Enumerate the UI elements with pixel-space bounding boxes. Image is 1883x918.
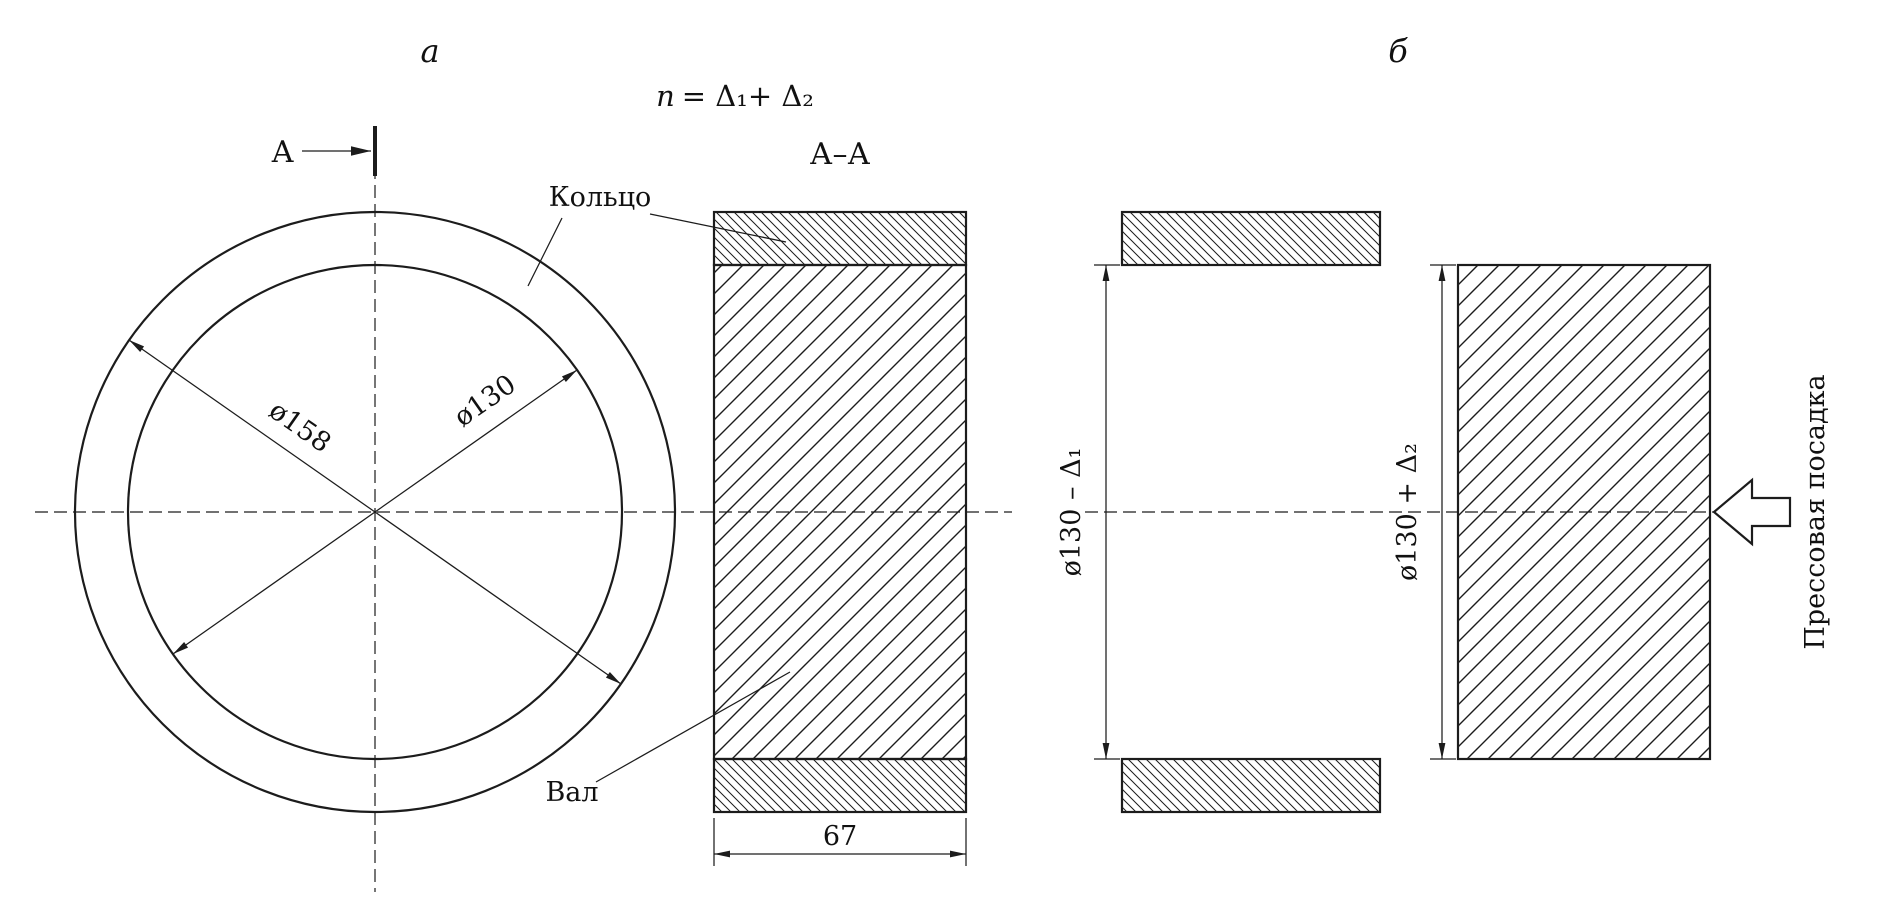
shaft-alone-body xyxy=(1456,263,1712,761)
formula-variable: n xyxy=(656,79,675,113)
ring-inner-circle xyxy=(126,263,624,761)
ring-outer-circle xyxy=(73,210,677,814)
shaft-dim-label: ø130 + Δ₂ xyxy=(1392,443,1423,581)
ring-leader-to-section xyxy=(649,213,787,243)
ring-alone-bottom xyxy=(1120,757,1382,814)
shaft-leader xyxy=(595,671,791,783)
section-indicator: А xyxy=(271,126,377,176)
section-arrow-label: А xyxy=(271,135,294,170)
dim-outer-diameter-label: ø158 xyxy=(263,395,336,459)
dim-inner-diameter-label: ø130 xyxy=(448,369,521,433)
formula-expression: = Δ₁+ Δ₂ xyxy=(682,79,814,113)
shaft-section-body xyxy=(712,263,968,761)
dim-inner-diameter-line xyxy=(172,369,578,655)
ring-leader-to-circle xyxy=(527,217,563,287)
press-fit-label: Прессовая посадка xyxy=(1800,374,1831,649)
ring-section-top xyxy=(712,210,968,267)
interference-formula: n= Δ₁+ Δ₂ xyxy=(656,79,814,113)
part-b-label: б xyxy=(1388,32,1408,70)
shaft-label: Вал xyxy=(545,777,598,808)
section-title: А–А xyxy=(810,137,871,172)
part-a-label: а xyxy=(420,32,439,70)
width-dim-label: 67 xyxy=(823,821,857,852)
hole-dim-label: ø130 – Δ₁ xyxy=(1056,448,1087,577)
part-b-view: ø130 – Δ₁ ø130 + Δ₂ Прессовая посадка xyxy=(1056,210,1831,814)
section-view: n= Δ₁+ Δ₂ А–А Кольцо Вал 67 xyxy=(527,79,968,866)
press-fit-arrow-icon xyxy=(1712,477,1792,547)
ring-alone-top xyxy=(1120,210,1382,267)
ring-section-bottom xyxy=(712,757,968,814)
ring-label: Кольцо xyxy=(549,182,652,213)
